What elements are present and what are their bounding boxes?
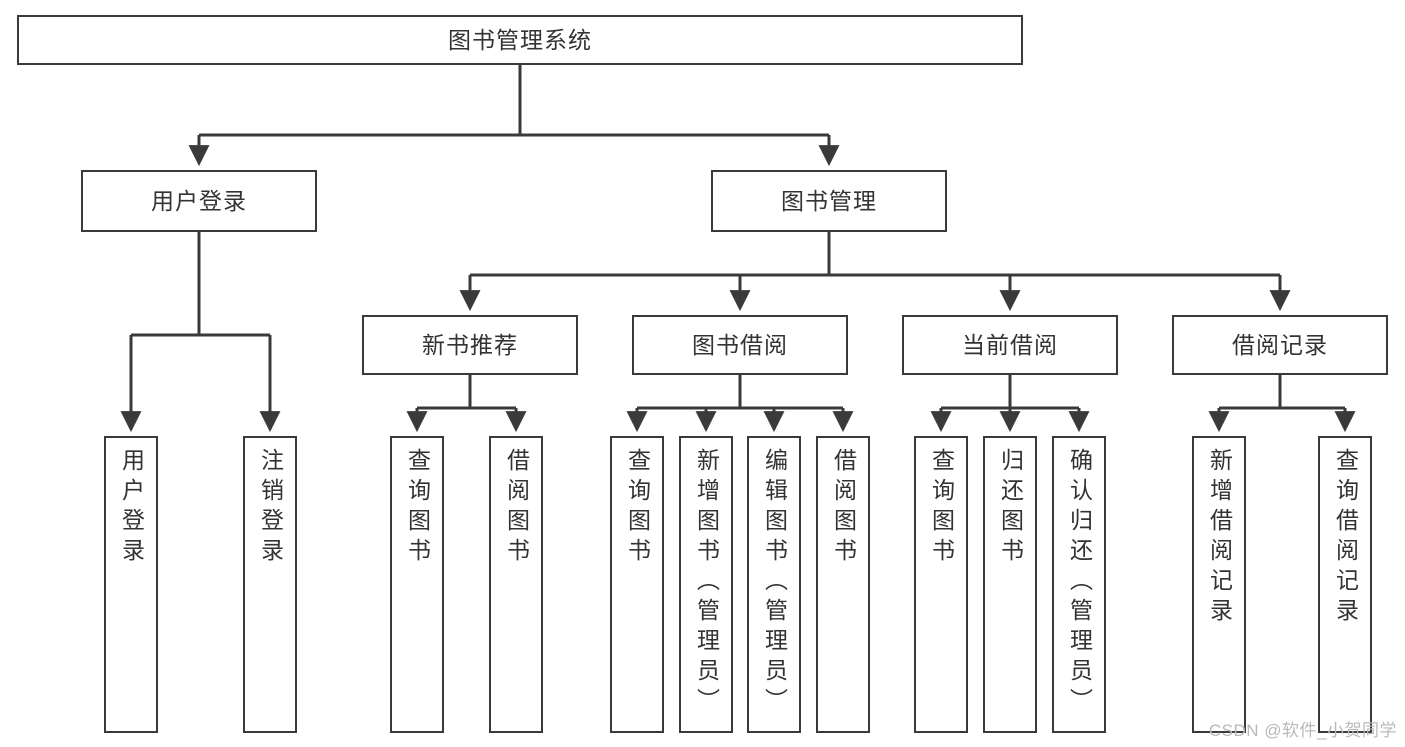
leaf-borrow-query-book[interactable]: 查询图书 [610,436,664,733]
node-book-management-label: 图书管理 [781,187,877,214]
node-current-borrow-label: 当前借阅 [962,331,1058,358]
leaf-current-return-book[interactable]: 归还图书 [983,436,1037,733]
node-new-book-recommend[interactable]: 新书推荐 [362,315,578,375]
node-user-login-label: 用户登录 [151,187,247,214]
leaf-record-add-record[interactable]: 新增借阅记录 [1192,436,1246,733]
leaf-borrow-add-book-label: 新增图书（管理员） [693,448,720,718]
leaf-current-query-book[interactable]: 查询图书 [914,436,968,733]
leaf-borrow-edit-book-label: 编辑图书（管理员） [761,448,788,718]
leaf-current-confirm-return[interactable]: 确认归还（管理员） [1052,436,1106,733]
leaf-current-confirm-return-label: 确认归还（管理员） [1066,448,1093,718]
node-new-book-recommend-label: 新书推荐 [422,331,518,358]
node-root[interactable]: 图书管理系统 [17,15,1023,65]
leaf-user-login-signout[interactable]: 注销登录 [243,436,297,733]
csdn-watermark: CSDN @软件_小贺同学 [1208,721,1397,740]
leaf-recommend-borrow-book[interactable]: 借阅图书 [489,436,543,733]
leaf-record-query-record[interactable]: 查询借阅记录 [1318,436,1372,733]
leaf-user-login-signout-label: 注销登录 [257,448,284,568]
node-borrow-record[interactable]: 借阅记录 [1172,315,1388,375]
node-current-borrow[interactable]: 当前借阅 [902,315,1118,375]
leaf-borrow-borrow-book-label: 借阅图书 [830,448,857,568]
leaf-recommend-borrow-book-label: 借阅图书 [503,448,530,568]
node-root-label: 图书管理系统 [448,26,592,53]
leaf-record-query-record-label: 查询借阅记录 [1332,448,1359,628]
node-borrow-record-label: 借阅记录 [1232,331,1328,358]
leaf-user-login-signin-label: 用户登录 [118,448,145,568]
node-book-management[interactable]: 图书管理 [711,170,947,232]
leaf-borrow-edit-book[interactable]: 编辑图书（管理员） [747,436,801,733]
leaf-current-query-book-label: 查询图书 [928,448,955,568]
node-user-login[interactable]: 用户登录 [81,170,317,232]
node-book-borrow[interactable]: 图书借阅 [632,315,848,375]
leaf-recommend-query-book[interactable]: 查询图书 [390,436,444,733]
leaf-borrow-add-book[interactable]: 新增图书（管理员） [679,436,733,733]
node-book-borrow-label: 图书借阅 [692,331,788,358]
leaf-user-login-signin[interactable]: 用户登录 [104,436,158,733]
leaf-recommend-query-book-label: 查询图书 [404,448,431,568]
leaf-current-return-book-label: 归还图书 [997,448,1024,568]
leaf-borrow-borrow-book[interactable]: 借阅图书 [816,436,870,733]
leaf-record-add-record-label: 新增借阅记录 [1206,448,1233,628]
leaf-borrow-query-book-label: 查询图书 [624,448,651,568]
